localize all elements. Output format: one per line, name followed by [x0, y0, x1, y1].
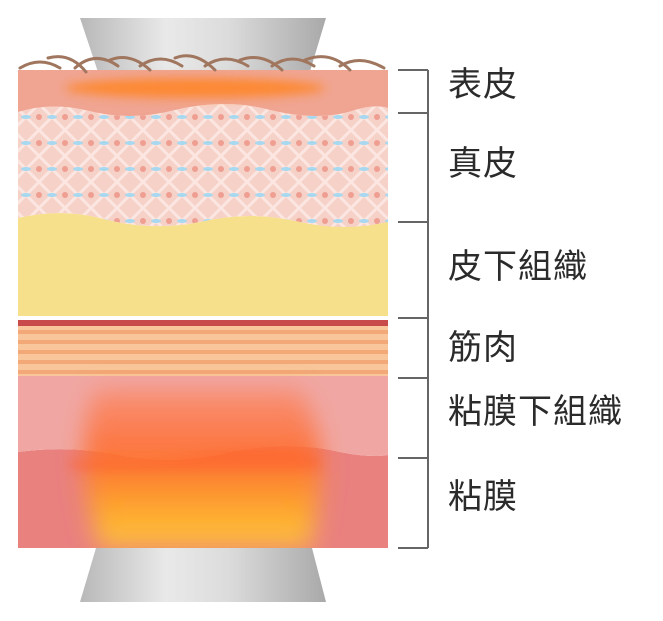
top-electrode-icon	[80, 18, 326, 78]
bottom-electrode-icon	[80, 548, 326, 602]
layer-muscle-fibers	[18, 326, 388, 376]
label-dermis: 真皮	[448, 144, 518, 184]
label-subcutaneous: 皮下組織	[448, 247, 588, 287]
label-epidermis: 表皮	[448, 65, 518, 105]
label-muscle: 筋肉	[448, 328, 518, 368]
label-submucosa: 粘膜下組織	[448, 392, 623, 432]
label-mucosa: 粘膜	[448, 477, 518, 517]
hair-strands-icon	[18, 54, 386, 74]
layer-bracket	[398, 69, 429, 549]
layer-muscle-fascia	[18, 320, 388, 326]
heat-zone-epidermis-icon	[65, 78, 325, 98]
heat-zone-wave-icon	[70, 449, 320, 470]
layer-dermis	[18, 104, 388, 227]
layer-subcutaneous	[18, 213, 388, 316]
